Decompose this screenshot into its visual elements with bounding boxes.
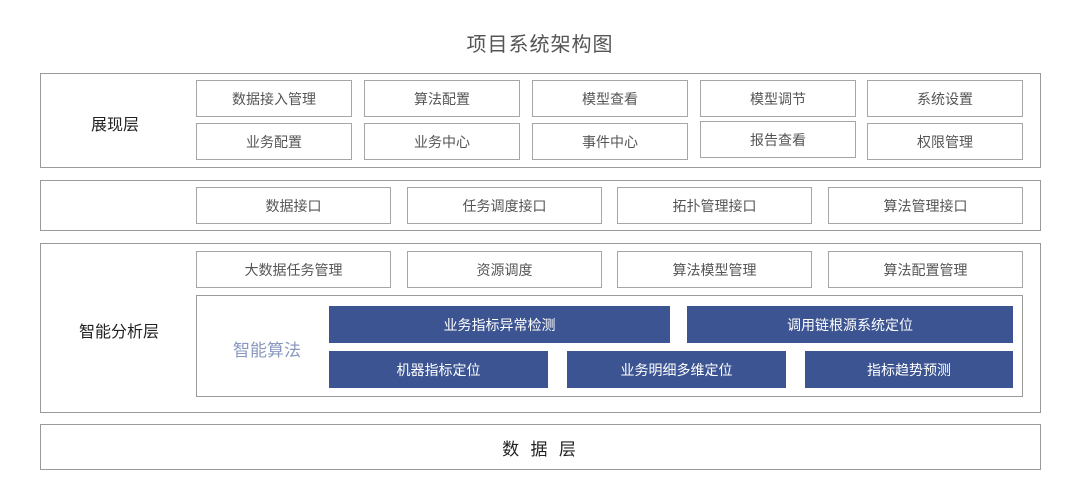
interface-topology-mgmt: 拓扑管理接口 bbox=[617, 187, 812, 224]
module-business-center: 业务中心 bbox=[364, 123, 520, 160]
presentation-layer-label: 展现层 bbox=[91, 115, 140, 134]
module-algorithm-config-mgmt: 算法配置管理 bbox=[828, 251, 1023, 288]
interface-algorithm-mgmt: 算法管理接口 bbox=[828, 187, 1023, 224]
interface-data: 数据接口 bbox=[196, 187, 391, 224]
algo-business-metric-anomaly: 业务指标异常检测 bbox=[329, 306, 670, 343]
algo-metric-trend-forecast: 指标趋势预测 bbox=[805, 351, 1013, 388]
data-layer: 数 据 层 bbox=[40, 424, 1041, 470]
algo-business-detail-multidim: 业务明细多维定位 bbox=[567, 351, 786, 388]
intelligent-algorithm-label: 智能算法 bbox=[233, 341, 301, 361]
presentation-layer: 展现层 数据接入管理 算法配置 模型查看 模型调节 系统设置 业务配置 业务中心… bbox=[40, 73, 1041, 168]
module-business-config: 业务配置 bbox=[196, 123, 352, 160]
module-model-tuning: 模型调节 bbox=[700, 80, 856, 117]
interface-layer: 数据接口 任务调度接口 拓扑管理接口 算法管理接口 bbox=[40, 180, 1041, 231]
module-report-view: 报告查看 bbox=[700, 121, 856, 158]
module-system-settings: 系统设置 bbox=[867, 80, 1023, 117]
analysis-layer: 智能分析层 大数据任务管理 资源调度 算法模型管理 算法配置管理 智能算法 业务… bbox=[40, 243, 1041, 413]
module-bigdata-task-mgmt: 大数据任务管理 bbox=[196, 251, 391, 288]
module-model-view: 模型查看 bbox=[532, 80, 688, 117]
module-algorithm-model-mgmt: 算法模型管理 bbox=[617, 251, 812, 288]
module-algorithm-config: 算法配置 bbox=[364, 80, 520, 117]
interface-task-scheduling: 任务调度接口 bbox=[407, 187, 602, 224]
module-permission-mgmt: 权限管理 bbox=[867, 123, 1023, 160]
module-data-ingest-mgmt: 数据接入管理 bbox=[196, 80, 352, 117]
diagram-title: 项目系统架构图 bbox=[466, 32, 614, 56]
algo-callchain-root-cause: 调用链根源系统定位 bbox=[687, 306, 1013, 343]
analysis-layer-label: 智能分析层 bbox=[79, 322, 160, 341]
module-event-center: 事件中心 bbox=[532, 123, 688, 160]
data-layer-label: 数 据 层 bbox=[502, 439, 579, 460]
module-resource-scheduling: 资源调度 bbox=[407, 251, 602, 288]
algo-machine-metric-locate: 机器指标定位 bbox=[329, 351, 548, 388]
intelligent-algorithm-group: 智能算法 业务指标异常检测 调用链根源系统定位 机器指标定位 业务明细多维定位 … bbox=[196, 295, 1023, 397]
